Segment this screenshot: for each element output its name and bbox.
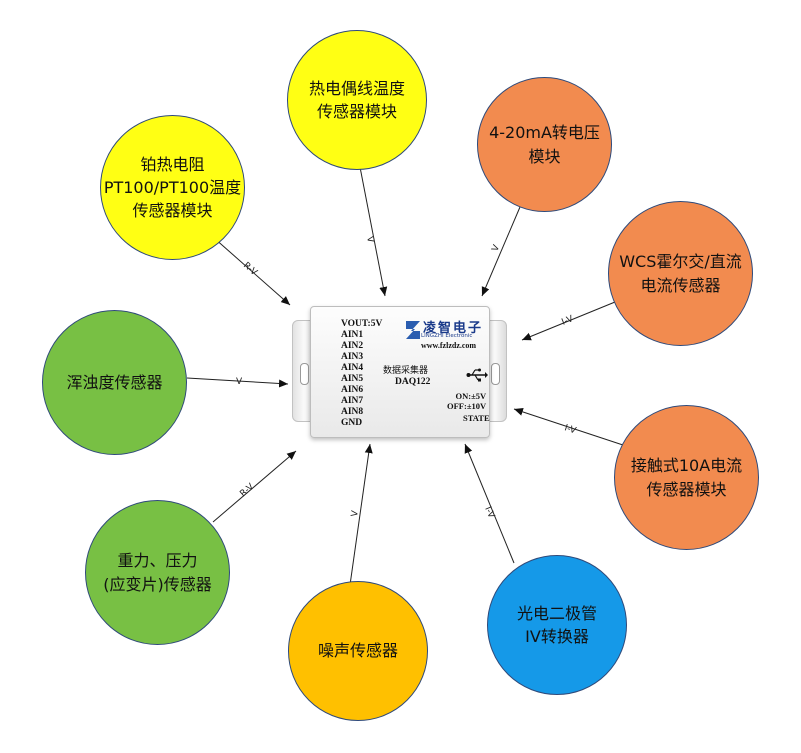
turbidity-label: 浑浊度传感器 xyxy=(66,372,163,392)
thermocouple-label: 热电偶线温度 传感器模块 xyxy=(308,78,405,121)
state-label: STATE xyxy=(463,413,490,423)
pin-ain4: AIN4 xyxy=(341,363,364,373)
weight-pressure-label: 重力、压力 (应变片)传感器 xyxy=(103,551,212,594)
pt100-module: 铂热电阻 PT100/PT100温度 传感器模块 xyxy=(100,115,245,260)
daq-device: VOUT:5V AIN1 AIN2 AIN3 AIN4 AIN5 AIN6 AI… xyxy=(292,306,507,438)
arrow-label-wcs-hall: I-V xyxy=(560,314,575,328)
range-switch-label: ON:±5V OFF:±10V xyxy=(447,391,486,411)
brand-name: 凌智电子 xyxy=(423,321,484,336)
arrow-turbidity xyxy=(186,377,289,388)
wcs-hall-sensor: WCS霍尔交/直流 电流传感器 xyxy=(608,201,753,346)
usb-icon xyxy=(466,367,488,386)
arrow-contact-current xyxy=(513,408,633,449)
arrow-label-weight-pressure: R-V xyxy=(238,481,256,499)
contact-current-module: 接触式10A电流 传感器模块 xyxy=(614,405,759,550)
on-label: ON:±5V xyxy=(455,391,487,401)
brand-logo-icon xyxy=(406,321,420,339)
pin-ain5: AIN5 xyxy=(341,374,364,384)
brand-website: www.fzlzdz.com xyxy=(421,341,477,350)
pin-gnd: GND xyxy=(341,418,363,428)
photodiode-label: 光电二极管 IV转换器 xyxy=(516,603,597,646)
device-model: DAQ122 xyxy=(395,377,431,387)
noise-sensor: 噪声传感器 xyxy=(288,581,428,721)
arrow-label-photodiode: I-V xyxy=(482,505,496,520)
arrow-weight-pressure xyxy=(212,450,297,523)
current-to-voltage-module: 4-20mA转电压 模块 xyxy=(477,77,612,212)
turbidity-sensor: 浑浊度传感器 xyxy=(42,310,187,455)
arrow-wcs-hall xyxy=(521,301,616,341)
pin-ain3: AIN3 xyxy=(341,352,364,362)
pin-ain8: AIN8 xyxy=(341,407,364,417)
arrow-label-noise: V xyxy=(350,509,361,517)
pin-ain2: AIN2 xyxy=(341,341,364,351)
thermocouple-module: 热电偶线温度 传感器模块 xyxy=(287,30,427,170)
pin-ain1: AIN1 xyxy=(341,330,364,340)
noise-label: 噪声传感器 xyxy=(317,641,398,661)
pin-ain6: AIN6 xyxy=(341,385,364,395)
pin-list: VOUT:5V AIN1 AIN2 AIN3 AIN4 AIN5 AIN6 AI… xyxy=(341,319,382,429)
arrow-thermocouple xyxy=(359,166,388,297)
arrow-label-thermocouple: V xyxy=(364,236,375,245)
pin-vout: VOUT:5V xyxy=(341,319,383,329)
pt100-label: 铂热电阻 PT100/PT100温度 传感器模块 xyxy=(103,154,242,221)
wcs-hall-label: WCS霍尔交/直流 电流传感器 xyxy=(619,252,742,295)
arrow-label-contact-current: I-V xyxy=(563,423,578,436)
arrow-label-turbidity: V xyxy=(236,377,243,387)
arrow-current-to-voltage xyxy=(481,206,521,297)
contact-current-label: 接触式10A电流 传感器模块 xyxy=(630,456,743,499)
arrow-label-current-to-voltage: V xyxy=(491,243,503,253)
current-to-voltage-label: 4-20mA转电压 模块 xyxy=(489,123,600,166)
arrow-photodiode xyxy=(464,443,515,564)
photodiode-converter: 光电二极管 IV转换器 xyxy=(487,555,627,695)
arrow-noise xyxy=(349,443,373,586)
device-body: VOUT:5V AIN1 AIN2 AIN3 AIN4 AIN5 AIN6 AI… xyxy=(310,306,490,438)
weight-pressure-sensor: 重力、压力 (应变片)传感器 xyxy=(85,500,230,645)
brand-english: LINGZHI Electronic xyxy=(421,333,473,339)
off-label: OFF:±10V xyxy=(447,401,487,411)
pin-ain7: AIN7 xyxy=(341,396,364,406)
device-name: 数据采集器 xyxy=(383,366,429,376)
